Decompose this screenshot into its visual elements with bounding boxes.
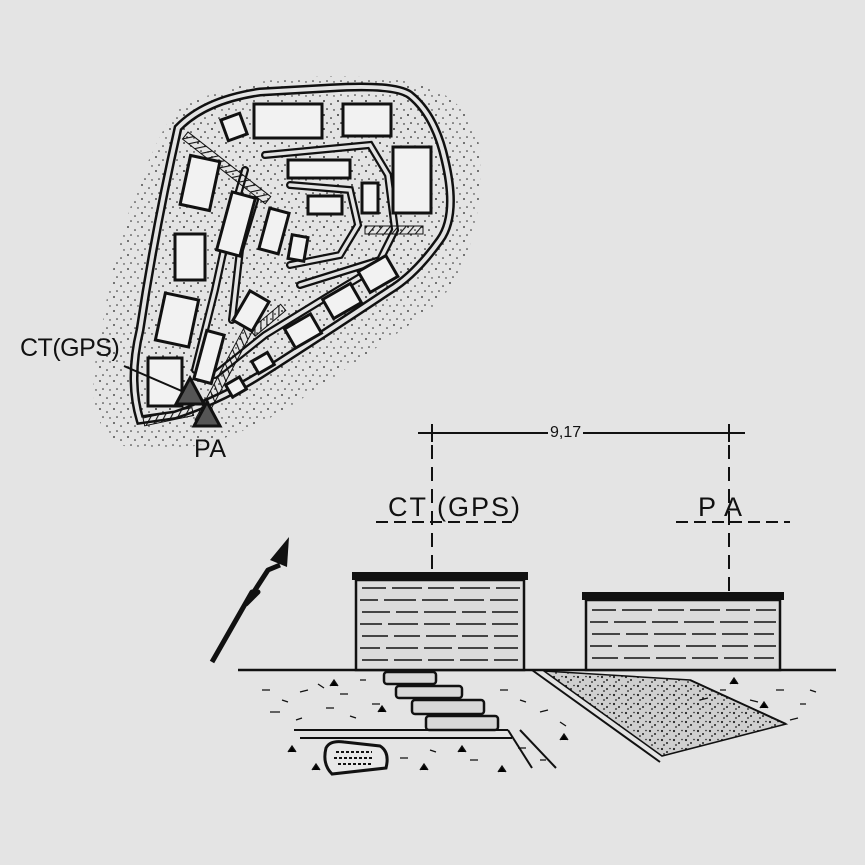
reference-verticals: [431, 445, 730, 596]
map-point-markers: [123, 365, 223, 428]
gravel-layer: [541, 670, 789, 757]
map-ct-gps-label: CT(GPS): [20, 334, 120, 362]
elevation-pa-label: PA: [698, 492, 753, 522]
buildings: [146, 102, 433, 408]
stairs: [142, 131, 424, 427]
ct-gps-pillar: [352, 572, 528, 672]
trench: [294, 669, 661, 769]
elevation-view: [238, 424, 836, 776]
elevation-ct-gps-label: CT (GPS): [388, 492, 523, 522]
pa-pillar: [582, 592, 784, 672]
pa-marker: [191, 398, 223, 428]
footing-steps: [382, 670, 500, 732]
site-map: [93, 76, 481, 450]
survey-plaque: [323, 740, 389, 776]
ct-leader-line: [123, 365, 185, 393]
soil-texture: [262, 676, 817, 773]
perimeter-wall: [129, 82, 455, 426]
map-pa-label: PA: [194, 435, 227, 463]
distance-label: 9,17: [548, 424, 584, 441]
north-arrow-icon: [209, 537, 289, 664]
